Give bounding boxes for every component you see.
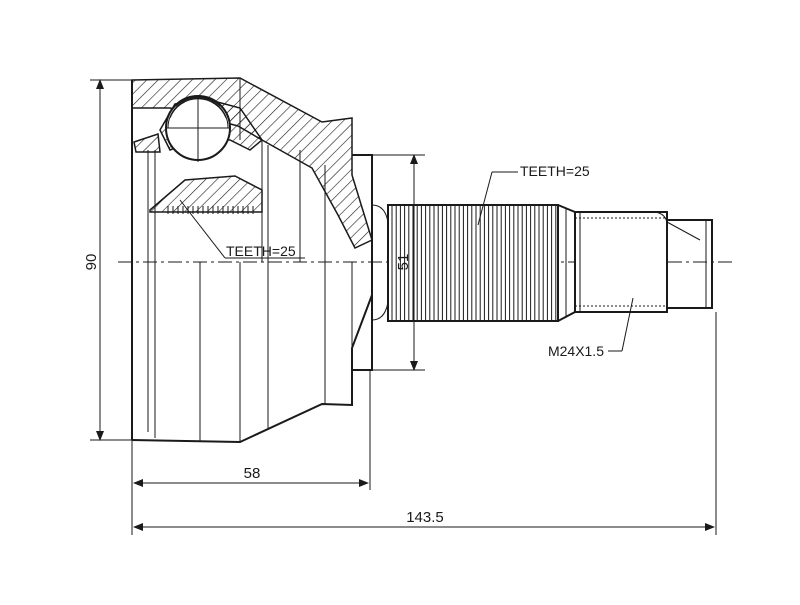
- dimension-143-5: 143.5: [133, 312, 717, 535]
- dimension-90-label: 90: [83, 254, 100, 271]
- threaded-end: [574, 211, 668, 313]
- callout-thread: M24X1.5: [548, 297, 634, 359]
- callout-outer-teeth-label: TEETH=25: [520, 163, 590, 179]
- dimension-90: 90: [83, 79, 132, 441]
- bell-housing-lower: [131, 262, 373, 444]
- callout-inner-teeth-label: TEETH=25: [226, 243, 296, 259]
- callout-thread-label: M24X1.5: [548, 343, 604, 359]
- dimension-51-label: 51: [395, 254, 412, 271]
- dimension-51: 51: [372, 154, 425, 371]
- pilot-tip: [666, 219, 713, 309]
- ball-element: [165, 95, 231, 162]
- callout-outer-teeth: TEETH=25: [477, 163, 590, 226]
- dimension-143-5-label: 143.5: [406, 509, 444, 526]
- dimension-58-label: 58: [244, 465, 261, 482]
- bell-housing-section: [131, 77, 373, 249]
- inner-race-outline: [131, 78, 326, 440]
- callout-inner-teeth: TEETH=25: [179, 199, 305, 259]
- shaft-taper: [557, 204, 576, 322]
- dimension-58: 58: [131, 370, 371, 535]
